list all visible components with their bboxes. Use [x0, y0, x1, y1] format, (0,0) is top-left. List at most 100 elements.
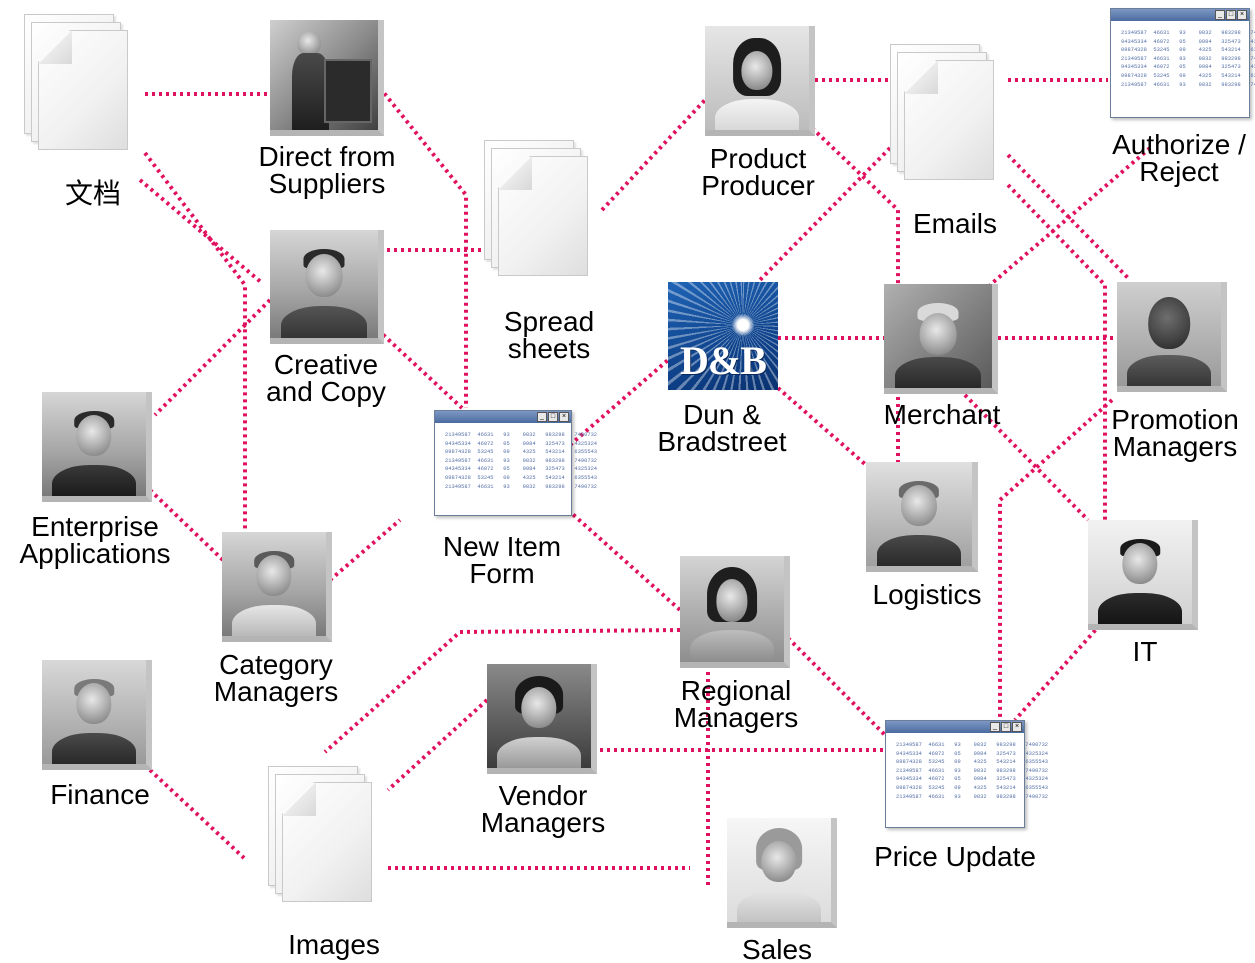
label-line: Applications	[19, 538, 171, 569]
it-photo	[1088, 520, 1198, 630]
docs-top-stack	[24, 14, 154, 174]
form-row: 94345334 46072 05 0984 325473 4325324	[1121, 64, 1255, 71]
label-line: New Item	[442, 531, 562, 562]
new-item-form-window: _□× 21349587 46631 93 9832 983298 749073…	[434, 410, 598, 516]
label-line: sheets	[507, 333, 591, 364]
regional-managers-photo	[680, 556, 790, 668]
authorize-reject-window: _□× 21349587 46631 93 9832 983298 749073…	[1110, 8, 1255, 118]
link-producer-merchant	[810, 126, 900, 285]
dnb-logo-mark: D&B	[680, 338, 767, 383]
vendor-managers-photo	[487, 664, 597, 774]
link-emails-promotion	[1006, 153, 1132, 282]
link-form-regional	[566, 508, 682, 612]
form-row: 09874328 53245 09 4325 543214 6355543	[896, 784, 1049, 791]
price-update-window: _□× 21349587 46631 93 9832 983298 749073…	[885, 720, 1049, 828]
form-row: 21349587 46631 93 9832 983298 7490732	[1121, 55, 1255, 62]
label-line: Promotion	[1111, 404, 1239, 435]
label-line: Category	[219, 649, 333, 680]
label-line: Form	[469, 558, 535, 589]
form-row: 09874328 53245 09 4325 543214 6355543	[896, 759, 1049, 766]
label-line: Suppliers	[268, 168, 386, 199]
form-row: 21349587 46631 93 9832 983298 7490732	[896, 767, 1049, 774]
form-row: 21349587 46631 93 9832 983298 7490732	[896, 793, 1049, 800]
images-label: Images	[288, 929, 380, 960]
new-item-form-rows: 21349587 46631 93 9832 983298 7490732 943…	[435, 423, 598, 499]
product-producer-photo	[705, 26, 815, 136]
link-promotion-price	[998, 398, 1114, 720]
label-line: and Copy	[266, 376, 386, 407]
label-line: Bradstreet	[657, 426, 787, 457]
emails-label: Emails	[912, 208, 998, 239]
label-line: Spread	[503, 306, 595, 337]
label-line: Producer	[701, 170, 815, 201]
form-row: 21349587 46631 93 9832 983298 7490732	[1121, 81, 1255, 88]
label-line: Dun &	[683, 399, 761, 430]
merchant-photo	[884, 284, 998, 394]
link-creative-form	[376, 328, 464, 410]
form-row: 09874328 53245 09 4325 543214 6355543	[445, 474, 598, 481]
direct-suppliers-photo	[270, 20, 384, 136]
label-line: Enterprise	[31, 511, 159, 542]
link-emails-logo	[756, 146, 892, 284]
link-enterprise-category	[148, 488, 227, 564]
form-row: 94345334 46072 05 0984 325473 4325324	[445, 466, 598, 473]
docs-top-label: 文档	[64, 178, 122, 209]
form-row: 94345334 46072 05 0984 325473 4325324	[1121, 38, 1255, 45]
link-vendor-images	[386, 698, 489, 792]
form-row: 94345334 46072 05 0984 325473 4325324	[896, 750, 1049, 757]
link-form-logo	[568, 358, 670, 447]
logistics-label: Logistics	[872, 579, 982, 610]
price-update-rows: 21349587 46631 93 9832 983298 7490732 943…	[886, 733, 1049, 809]
form-row: 09874328 53245 09 4325 543214 6355543	[445, 449, 598, 456]
spreadsheets-stack	[484, 140, 614, 300]
logistics-photo	[866, 462, 978, 572]
form-row: 21349587 46631 93 9832 983298 7490732	[445, 432, 598, 438]
link-it-price	[1013, 623, 1102, 722]
form-row: 21349587 46631 93 9832 983298 7490732	[445, 483, 598, 490]
price-update-label: Price Update	[874, 841, 1036, 872]
label-line: Vendor	[498, 780, 588, 811]
form-row: 21349587 46631 93 9832 983298 7490732	[896, 742, 1049, 748]
label-line: Product	[709, 143, 807, 174]
label-line: Creative	[273, 349, 379, 380]
label-line: Managers	[1112, 431, 1238, 462]
link-regional-price	[786, 636, 887, 737]
images-stack	[268, 766, 398, 926]
label-line: Authorize /	[1112, 129, 1246, 160]
form-row: 94345334 46072 05 0984 325473 4325324	[445, 440, 598, 447]
form-row: 09874328 53245 09 4325 543214 6355543	[1121, 72, 1255, 79]
category-managers-photo	[222, 532, 332, 642]
emails-stack	[890, 44, 1020, 204]
label-line: Reject	[1139, 156, 1219, 187]
merchant-label: Merchant	[883, 399, 1001, 430]
form-row: 21349587 46631 93 9832 983298 7490732	[1121, 30, 1255, 36]
link-creative-enterprise	[153, 298, 272, 417]
link-logo-logistics	[776, 386, 868, 467]
it-label: IT	[1132, 636, 1158, 667]
label-line: Managers	[673, 702, 799, 733]
promotion-managers-photo	[1117, 282, 1227, 392]
authorize-reject-label: Authorize /Reject	[1112, 129, 1246, 187]
label-line: Direct from	[258, 141, 396, 172]
form-row: 21349587 46631 93 9832 983298 7490732	[445, 457, 598, 464]
form-row: 09874328 53245 09 4325 543214 6355543	[1121, 47, 1255, 54]
label-line: Managers	[480, 807, 606, 838]
enterprise-apps-photo	[42, 392, 152, 502]
finance-label: Finance	[50, 779, 150, 810]
link-finance-images	[148, 768, 246, 860]
finance-photo	[42, 660, 152, 770]
sales-photo	[727, 818, 837, 928]
form-row: 94345334 46072 05 0984 325473 4325324	[896, 776, 1049, 783]
